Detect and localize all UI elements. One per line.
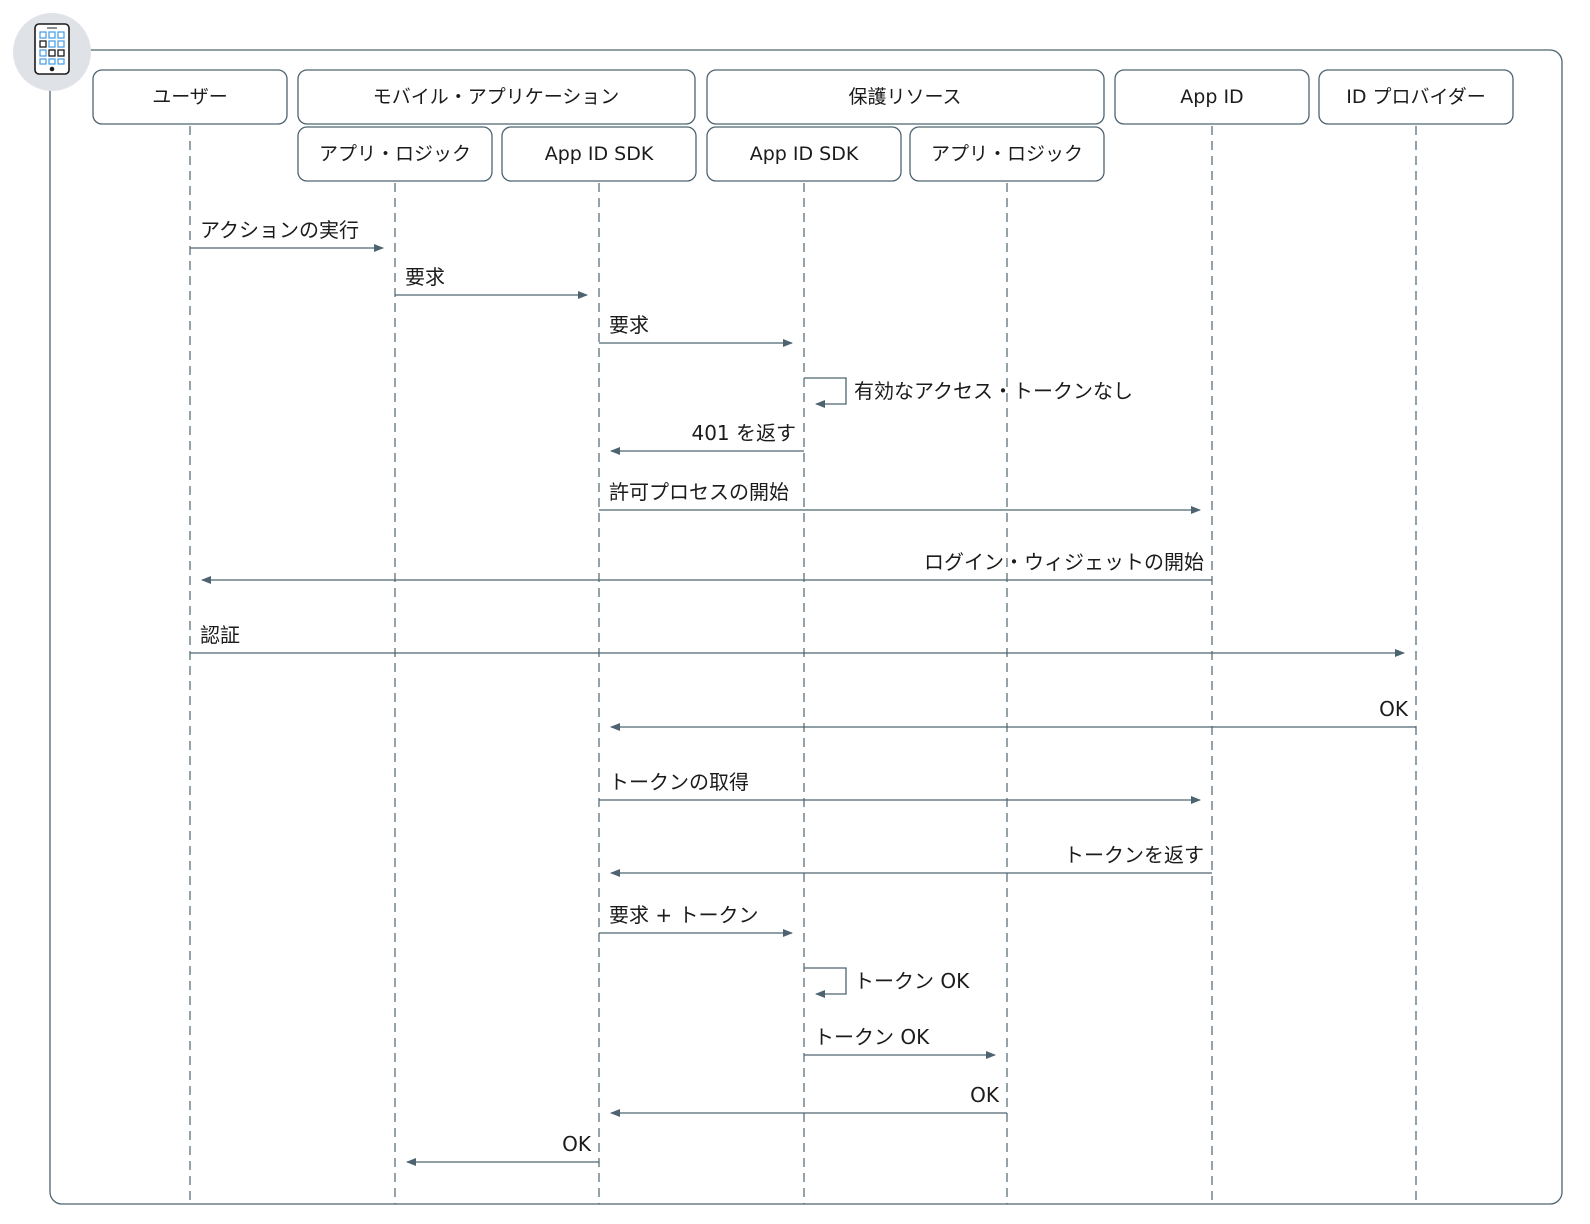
message-14: トークン OK <box>804 1025 996 1059</box>
message-label: 認証 <box>200 623 240 647</box>
participant-app-id-sdk-server-box <box>706 126 902 182</box>
message-label: 要求 + トークン <box>609 903 758 927</box>
message-8: 認証 <box>190 623 1405 657</box>
participant-id-provider-label: ID プロバイダー <box>1346 86 1486 108</box>
participant-app-id-box <box>1114 69 1310 125</box>
mobile-app-icon <box>13 13 91 91</box>
message-label: OK <box>1379 697 1409 721</box>
message-label: 401 を返す <box>691 421 796 445</box>
message-label: OK <box>562 1132 592 1156</box>
participant-mobile-app-label: モバイル・アプリケーション <box>373 86 620 108</box>
message-3: 要求 <box>599 313 793 347</box>
message-label: 許可プロセスの開始 <box>609 480 789 504</box>
participant-id-provider-box <box>1318 69 1514 125</box>
diagram-frame <box>49 49 1563 1205</box>
message-12: 要求 + トークン <box>599 903 793 937</box>
message-label: トークンの取得 <box>609 770 749 794</box>
message-16: OK <box>406 1132 599 1166</box>
message-label: 要求 <box>609 313 649 337</box>
message-11: トークンを返す <box>610 843 1212 877</box>
message-label: ログイン・ウィジェットの開始 <box>924 550 1204 574</box>
message-label: OK <box>970 1083 1000 1107</box>
message-label: 有効なアクセス・トークンなし <box>854 379 1133 403</box>
message-label: トークン OK <box>814 1025 930 1049</box>
message-2: 要求 <box>395 265 588 299</box>
participant-user-label: ユーザー <box>152 86 228 108</box>
message-label: アクションの実行 <box>200 218 359 242</box>
participant-app-id-sdk-client-box <box>501 126 697 182</box>
message-7: ログイン・ウィジェットの開始 <box>201 550 1212 584</box>
participant-user-box <box>92 69 288 125</box>
participant-app-id-label: App ID <box>1180 86 1243 108</box>
participant-protected-resource-label: 保護リソース <box>848 86 961 108</box>
message-label: トークン OK <box>854 969 970 993</box>
participant-protected-resource-box <box>706 69 1105 125</box>
participant-app-logic-client-label: アプリ・ロジック <box>319 143 471 165</box>
self-message-arrow <box>804 377 847 408</box>
message-label: トークンを返す <box>1064 843 1204 867</box>
message-15: OK <box>610 1083 1007 1117</box>
participant-mobile-app-box <box>297 69 696 125</box>
participant-app-id-sdk-client-label: App ID SDK <box>545 143 654 165</box>
lifelines <box>189 126 1417 1204</box>
message-label: 要求 <box>405 265 445 289</box>
participant-app-logic-server-box <box>909 126 1105 182</box>
message-13: トークン OK <box>804 967 970 998</box>
message-4: 有効なアクセス・トークンなし <box>804 377 1133 408</box>
message-9: OK <box>610 697 1416 731</box>
self-message-arrow <box>804 967 847 998</box>
participant-app-id-sdk-server-label: App ID SDK <box>750 143 859 165</box>
message-6: 許可プロセスの開始 <box>599 480 1201 514</box>
message-10: トークンの取得 <box>599 770 1201 804</box>
message-5: 401 を返す <box>610 421 804 455</box>
participant-app-logic-client-box <box>297 126 493 182</box>
message-1: アクションの実行 <box>190 218 384 252</box>
participant-app-logic-server-label: アプリ・ロジック <box>931 143 1083 165</box>
